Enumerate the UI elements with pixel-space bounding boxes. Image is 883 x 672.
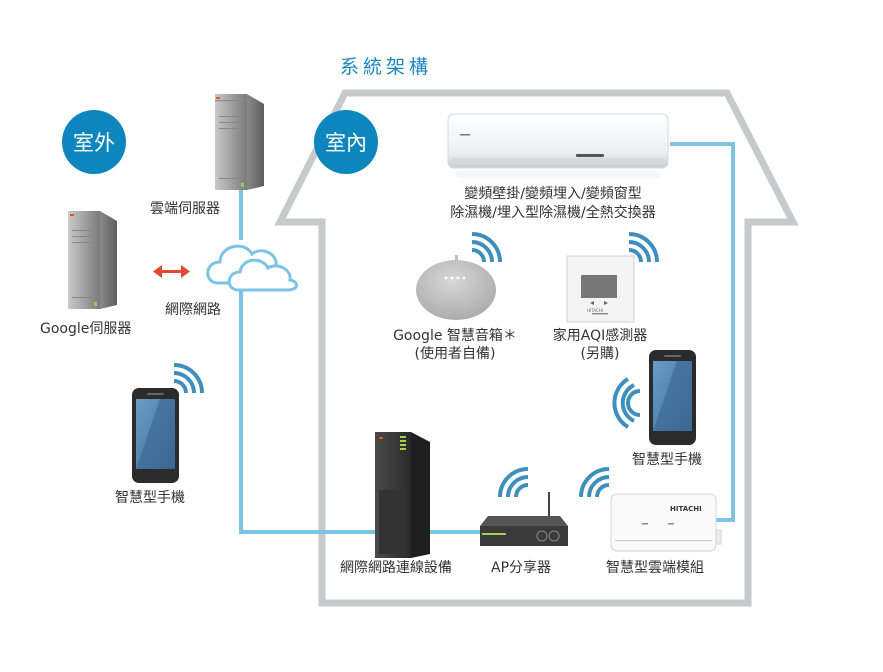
wifi-icon <box>612 377 641 429</box>
indoor-zone-badge: 室內 <box>314 110 378 174</box>
google-server-label: Google伺服器 <box>40 321 132 337</box>
cloud-module-label: 智慧型雲端模組 <box>606 560 704 576</box>
link-ac-to-module <box>670 142 735 522</box>
cloud-server-label: 雲端伺服器 <box>150 201 220 217</box>
outdoor-phone-icon <box>132 388 179 483</box>
google-server-icon <box>68 211 117 309</box>
outdoor-zone-badge: 室外 <box>62 110 126 174</box>
diagram-title: 系統架構 <box>340 56 433 78</box>
aqi-sensor-label-line1: 家用AQI感測器 <box>552 328 648 344</box>
air-conditioner-label-line1: 變頻壁掛/變頻埋入/變頻窗型 <box>464 186 642 202</box>
outdoor-phone-label: 智慧型手機 <box>115 490 185 506</box>
cloud-module-icon <box>610 493 722 552</box>
ap-router-label: AP分享器 <box>491 560 552 576</box>
wifi-icon <box>173 363 204 394</box>
cloud-server-icon <box>215 94 264 190</box>
wifi-icon <box>628 232 659 263</box>
google-speaker-icon <box>416 255 496 320</box>
air-conditioner-label-line2: 除濕機/埋入型除濕機/全熱交換器 <box>450 205 656 221</box>
bidirectional-arrow-icon <box>153 265 190 278</box>
house-outline <box>274 89 799 607</box>
google-speaker-label-line1: Google 智慧音箱＊ <box>393 328 517 344</box>
internet-label: 網際網路 <box>165 302 221 318</box>
air-conditioner-icon <box>447 113 669 178</box>
internet-cloud-icon <box>206 244 298 292</box>
ap-router-icon <box>480 492 568 546</box>
aqi-sensor-icon <box>566 255 635 323</box>
indoor-phone-label: 智慧型手機 <box>632 452 702 468</box>
sensor-brand-label: HITACHI <box>587 308 603 313</box>
google-speaker-label: Google 智慧音箱＊ (使用者自備) <box>380 327 530 363</box>
indoor-phone-icon <box>649 350 696 445</box>
google-speaker-label-line2: (使用者自備) <box>414 346 496 362</box>
aqi-sensor-label: 家用AQI感測器 (另購) <box>535 327 665 363</box>
air-conditioner-label: 變頻壁掛/變頻埋入/變頻窗型 除濕機/埋入型除濕機/全熱交換器 <box>403 185 703 223</box>
module-brand-label: HITACHI <box>670 505 702 513</box>
wifi-icon <box>498 467 529 498</box>
aqi-sensor-label-line2: (另購) <box>580 346 620 362</box>
wifi-icon <box>579 467 610 498</box>
wifi-icon <box>471 232 502 263</box>
network-device-label: 網際網路連線設備 <box>340 560 452 576</box>
network-device-icon <box>375 432 430 558</box>
